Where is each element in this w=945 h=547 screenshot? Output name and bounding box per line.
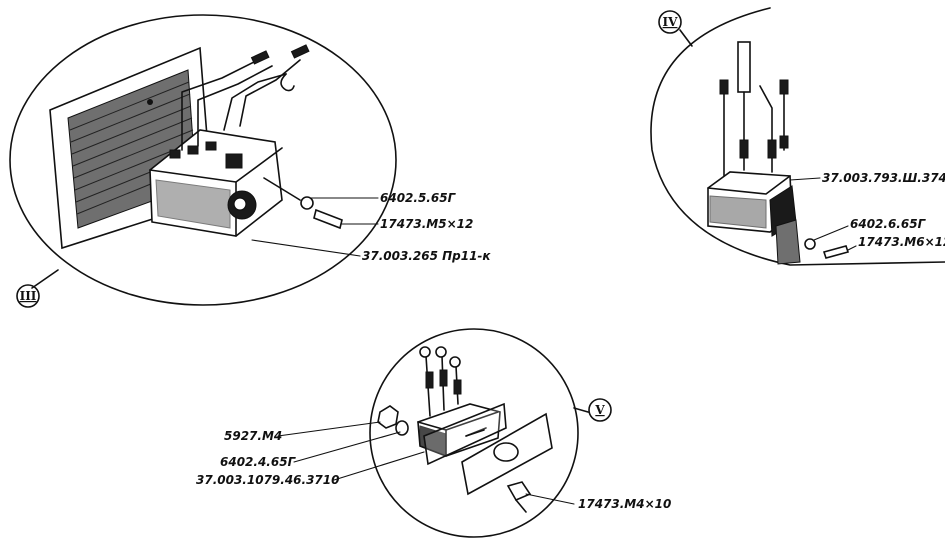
label-v-nut: 5927.М4 bbox=[224, 429, 282, 443]
label-v-switch: 37.003.1079.46.3710 bbox=[196, 473, 339, 487]
leader-v-switch bbox=[333, 451, 425, 481]
label-iii-switch: 37.003.265 Пр11-к bbox=[362, 249, 491, 263]
detail-iii-tail bbox=[31, 269, 59, 289]
detail-iv-outline bbox=[650, 7, 945, 266]
detail-v-roman: V bbox=[594, 403, 605, 417]
leader-iv-washer bbox=[813, 225, 849, 241]
fastener-iv bbox=[804, 238, 850, 259]
detail-v: V bbox=[196, 328, 671, 538]
label-iv-washer: 6402.6.65Г bbox=[850, 217, 927, 231]
leader-v-screw bbox=[525, 493, 575, 505]
fastener-iii bbox=[263, 177, 343, 230]
label-v-washer: 6402.4.65Г bbox=[220, 455, 297, 469]
relay-block-iv bbox=[707, 171, 801, 265]
detail-v-outline bbox=[369, 328, 579, 538]
detail-iv: IV 37.003.793.Ш.3747 bbox=[650, 7, 945, 266]
screw-v bbox=[506, 481, 532, 513]
wires-iv bbox=[719, 41, 789, 177]
detail-iii-outline bbox=[9, 14, 397, 306]
wires-v bbox=[419, 346, 462, 417]
detail-iii-badge bbox=[16, 284, 40, 308]
leader-v-washer bbox=[293, 431, 401, 463]
label-iv-relay: 37.003.793.Ш.3747 bbox=[822, 171, 945, 185]
detail-v-badge bbox=[588, 398, 612, 422]
nut-washer-v bbox=[377, 405, 409, 436]
label-v-screw: 17473.М4×10 bbox=[578, 497, 671, 511]
leader-iv-relay bbox=[789, 177, 821, 181]
detail-v-tail bbox=[573, 407, 589, 413]
detail-iii-roman: III bbox=[20, 289, 37, 303]
label-iv-screw: 17473.М6×12 bbox=[858, 235, 945, 249]
mounting-plates-v bbox=[423, 402, 553, 496]
label-iii-washer: 6402.5.65Г bbox=[380, 191, 457, 205]
detail-iv-roman: IV bbox=[663, 15, 679, 29]
detail-iv-tail bbox=[679, 29, 693, 47]
switch-body-iii bbox=[149, 129, 283, 237]
leader-v-nut bbox=[277, 421, 381, 437]
detail-iv-badge bbox=[658, 10, 682, 34]
leader-iii-switch bbox=[251, 239, 361, 257]
leader-iv-screw bbox=[847, 245, 857, 251]
detail-iii: III bbox=[9, 14, 491, 308]
label-iii-screw: 17473.М5×12 bbox=[380, 217, 473, 231]
wires-iii bbox=[181, 44, 310, 151]
